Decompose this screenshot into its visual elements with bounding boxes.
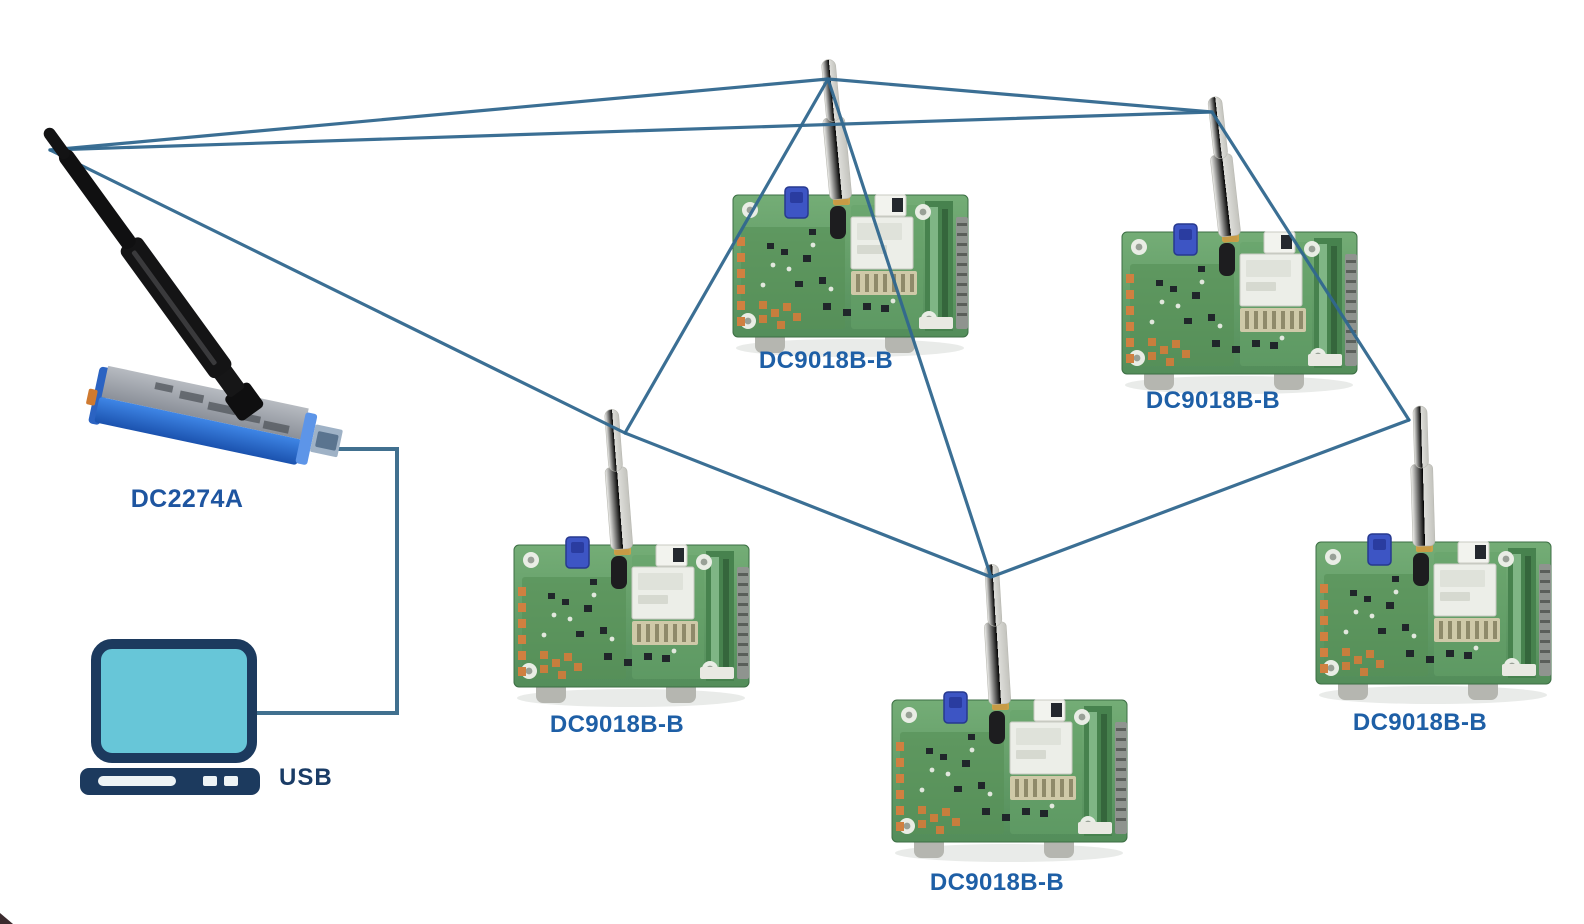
- computer-icon: [80, 639, 260, 795]
- mote-label-top-center: DC9018B-B: [758, 347, 894, 374]
- mesh-link-mote-top-right--mote-right: [1210, 110, 1411, 422]
- manager-label: DC2274A: [130, 485, 244, 513]
- mesh-link-manager--mote-top-right: [48, 110, 1214, 152]
- mote-antenna-right: [1408, 405, 1436, 553]
- computer-monitor: [91, 639, 257, 763]
- mesh-link-mote-top-center--mote-bottom-center: [826, 77, 993, 579]
- mote-antenna-top-right: [1203, 95, 1242, 244]
- usb-dongle: [43, 127, 343, 465]
- mote-board-bottom-center: [891, 691, 1128, 863]
- mote-board-mid-left: [513, 536, 750, 708]
- mesh-link-manager--mote-mid-left: [48, 148, 627, 435]
- mote-label-top-right: DC9018B-B: [1145, 387, 1281, 414]
- usb-cable: [257, 447, 399, 715]
- mote-board-right: [1315, 533, 1552, 705]
- mesh-link-mote-top-center--mote-top-right: [826, 77, 1214, 114]
- mote-label-mid-left: DC9018B-B: [549, 711, 685, 738]
- mesh-link-mote-top-center--mote-mid-left: [623, 77, 830, 435]
- usb-label: USB: [279, 764, 333, 791]
- dongle-antenna: [43, 127, 264, 421]
- mote-antenna-bottom-center: [980, 563, 1012, 711]
- mote-label-bottom-center: DC9018B-B: [929, 869, 1065, 896]
- mote-label-right: DC9018B-B: [1352, 709, 1488, 736]
- mesh-link-mote-mid-left--mote-bottom-center: [623, 431, 993, 579]
- corner-artifact: [0, 913, 13, 924]
- mote-board-top-right: [1121, 223, 1358, 395]
- mesh-links: [48, 77, 1411, 579]
- mesh-link-mote-bottom-center--mote-right: [989, 418, 1411, 579]
- mesh-link-manager--mote-top-center: [48, 77, 830, 152]
- mote-board-top-center: [732, 186, 969, 358]
